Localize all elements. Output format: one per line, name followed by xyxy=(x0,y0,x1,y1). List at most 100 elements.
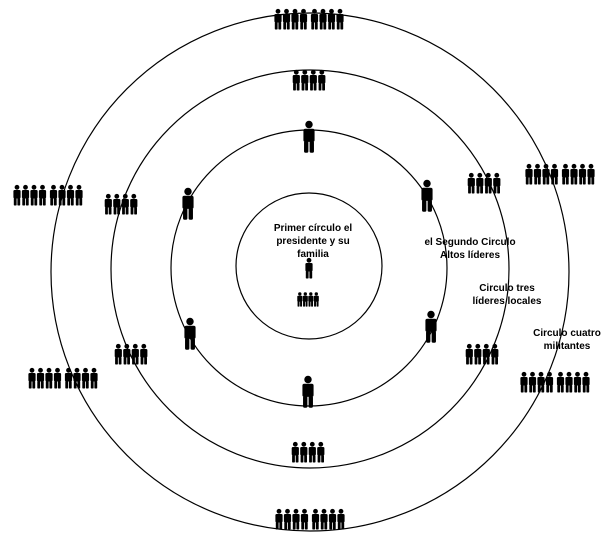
person-icon xyxy=(565,371,573,393)
person-icon xyxy=(313,292,319,307)
person-icon xyxy=(182,188,193,220)
person-icon xyxy=(114,343,122,365)
person-icon xyxy=(491,343,499,365)
person-icon xyxy=(140,343,148,365)
person-icon xyxy=(578,163,587,185)
person-icon xyxy=(123,343,131,365)
person-icon xyxy=(561,163,570,185)
people-group-icon xyxy=(13,184,83,206)
person-icon xyxy=(274,8,282,30)
person-icon xyxy=(53,367,62,389)
person-icon xyxy=(121,193,129,215)
person-icon xyxy=(310,8,319,30)
person-icon xyxy=(336,8,344,30)
person-icon xyxy=(30,184,38,206)
person-icon xyxy=(301,69,309,91)
people-group-icon xyxy=(465,343,499,365)
person-icon xyxy=(319,8,327,30)
person-icon xyxy=(327,8,336,30)
people-icons-layer xyxy=(13,8,595,530)
person-icon xyxy=(570,163,578,185)
person-icon xyxy=(474,343,482,365)
circle-two-label-line-2: Altos líderes xyxy=(439,250,501,261)
person-icon xyxy=(28,367,36,389)
circle-one-label-line-2: presidente y su xyxy=(276,236,350,247)
person-icon xyxy=(45,367,53,389)
person-icon xyxy=(337,508,345,530)
person-icon xyxy=(81,367,90,389)
people-group-icon xyxy=(274,8,344,30)
person-icon xyxy=(184,318,195,350)
person-icon xyxy=(320,508,328,530)
person-icon xyxy=(282,8,291,30)
person-icon xyxy=(309,69,317,91)
person-icon xyxy=(587,163,595,185)
person-icon xyxy=(292,69,300,91)
person-icon xyxy=(465,343,473,365)
person-icon xyxy=(556,371,565,393)
person-icon xyxy=(299,8,308,30)
circle-four-label-line-1: Circulo cuatro xyxy=(533,328,601,339)
circle-one-label: Primer círculo el presidente y su famili… xyxy=(264,222,362,261)
person-icon xyxy=(308,441,316,463)
person-icon xyxy=(292,508,300,530)
people-group-icon xyxy=(291,441,325,463)
person-icon xyxy=(476,172,484,194)
person-icon xyxy=(21,184,30,206)
person-icon xyxy=(328,508,337,530)
person-icon xyxy=(66,184,75,206)
circle-two-label: el Segundo Circulo Altos líderes xyxy=(414,236,526,262)
circle-one-label-line-1: Primer círculo el xyxy=(273,223,353,234)
person-icon xyxy=(421,180,432,212)
person-icon xyxy=(425,311,436,343)
person-icon xyxy=(13,184,21,206)
circle-three-label: Circulo tres líderes locales xyxy=(462,282,552,308)
people-group-icon xyxy=(292,69,326,91)
person-icon xyxy=(131,343,139,365)
person-icon xyxy=(467,172,475,194)
circle-three xyxy=(110,69,510,469)
person-icon xyxy=(545,371,554,393)
circle-two-label-line-1: el Segundo Circulo xyxy=(424,237,516,248)
person-icon xyxy=(308,292,314,307)
person-icon xyxy=(291,8,299,30)
person-icon xyxy=(38,184,47,206)
person-icon xyxy=(130,193,138,215)
person-icon xyxy=(520,371,528,393)
person-icon xyxy=(291,441,299,463)
person-icon xyxy=(90,367,98,389)
person-icon xyxy=(318,69,326,91)
person-icon xyxy=(297,292,303,307)
people-group-icon xyxy=(275,508,345,530)
person-icon xyxy=(275,508,283,530)
person-icon xyxy=(302,292,308,307)
circle-four-label: Circulo cuatro militantes xyxy=(532,327,602,353)
person-icon xyxy=(582,371,590,393)
people-group-icon xyxy=(114,343,148,365)
inner-circle-one xyxy=(235,192,383,340)
person-icon xyxy=(493,172,501,194)
person-icon xyxy=(528,371,537,393)
circle-one-label-line-3: familia xyxy=(297,249,329,260)
person-icon xyxy=(300,508,309,530)
person-icon xyxy=(303,121,314,153)
person-icon xyxy=(36,367,45,389)
circle-four-label-line-2: militantes xyxy=(543,341,591,352)
person-icon xyxy=(302,376,313,408)
person-icon xyxy=(113,193,121,215)
person-icon xyxy=(542,163,550,185)
person-icon xyxy=(104,193,112,215)
person-icon xyxy=(49,184,58,206)
people-group-icon xyxy=(467,172,501,194)
person-icon xyxy=(300,441,308,463)
people-group-icon xyxy=(297,292,319,307)
circle-three-label-line-2: líderes locales xyxy=(472,296,542,307)
person-icon xyxy=(525,163,533,185)
outer-circle-four xyxy=(50,12,570,532)
people-group-icon xyxy=(525,163,595,185)
people-group-icon xyxy=(104,193,138,215)
person-icon xyxy=(317,441,325,463)
circle-three-label-line-1: Circulo tres xyxy=(479,283,535,294)
person-icon xyxy=(311,508,320,530)
